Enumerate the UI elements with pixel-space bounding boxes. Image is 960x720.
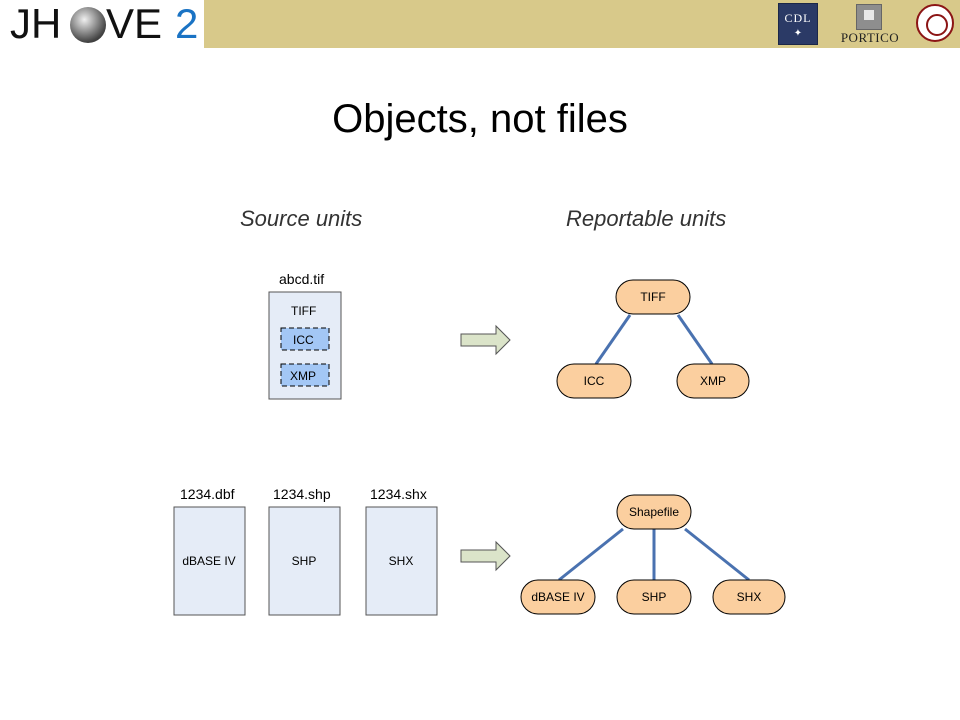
shp-child-node (616, 579, 692, 615)
icc-child-label: ICC (584, 374, 605, 388)
tiff-root-node (615, 279, 691, 315)
cdl-logo-mark-icon: ✦ (793, 28, 803, 39)
icc-embedded-label: ICC (293, 333, 314, 347)
dbf-file-name: 1234.dbf (180, 486, 235, 502)
shx-child-node (712, 579, 786, 615)
stanford-seal-icon (916, 4, 954, 42)
portico-mark-icon (856, 4, 882, 30)
logo-number: 2 (175, 0, 199, 47)
shp-child-label: SHP (642, 590, 667, 604)
icc-child-node (556, 363, 632, 399)
tiff-file-name: abcd.tif (279, 271, 324, 287)
icc-embedded-box (280, 327, 330, 351)
tree-edge (594, 314, 632, 365)
shapefile-root-label: Shapefile (629, 505, 679, 519)
dbase-child-node (520, 579, 596, 615)
shp-file-label: SHP (292, 554, 317, 568)
logo-planet-icon (70, 7, 106, 43)
shp-file-box (268, 506, 341, 616)
tiff-container-label: TIFF (291, 304, 316, 318)
header-tan-bar (204, 0, 960, 48)
shx-child-label: SHX (737, 590, 762, 604)
xmp-embedded-label: XMP (290, 369, 316, 383)
cdl-logo-text: CDL (784, 11, 812, 25)
logo-ve-text: VE (106, 0, 163, 47)
cdl-logo: CDL ✦ (778, 3, 818, 45)
slide-title: Objects, not files (332, 97, 628, 141)
transform-arrow-icon (460, 540, 511, 572)
shx-file-label: SHX (389, 554, 414, 568)
reportable-units-heading: Reportable units (566, 206, 727, 231)
tree-edge (684, 527, 750, 582)
transform-arrow-icon (460, 324, 511, 356)
xmp-child-label: XMP (700, 374, 726, 388)
tree-edge (558, 527, 624, 582)
logo-jh-text: JH (10, 0, 62, 47)
xmp-child-node (676, 363, 750, 399)
shapefile-root-node (616, 494, 692, 530)
dbf-file-label: dBASE IV (182, 554, 235, 568)
dbf-file-box (173, 506, 246, 616)
shx-file-name: 1234.shx (370, 486, 427, 502)
header-bar: JH VE 2 CDL ✦ PORTICO (0, 0, 960, 48)
tiff-root-label: TIFF (640, 290, 665, 304)
tree-edge (676, 314, 714, 365)
portico-logo: PORTICO (834, 2, 906, 46)
jhove2-logo: JH VE 2 (0, 0, 204, 48)
shx-file-box (365, 506, 438, 616)
portico-logo-text: PORTICO (840, 30, 900, 45)
dbase-child-label: dBASE IV (531, 590, 584, 604)
source-units-heading: Source units (240, 206, 363, 231)
xmp-embedded-box (280, 363, 330, 387)
shp-file-name: 1234.shp (273, 486, 331, 502)
